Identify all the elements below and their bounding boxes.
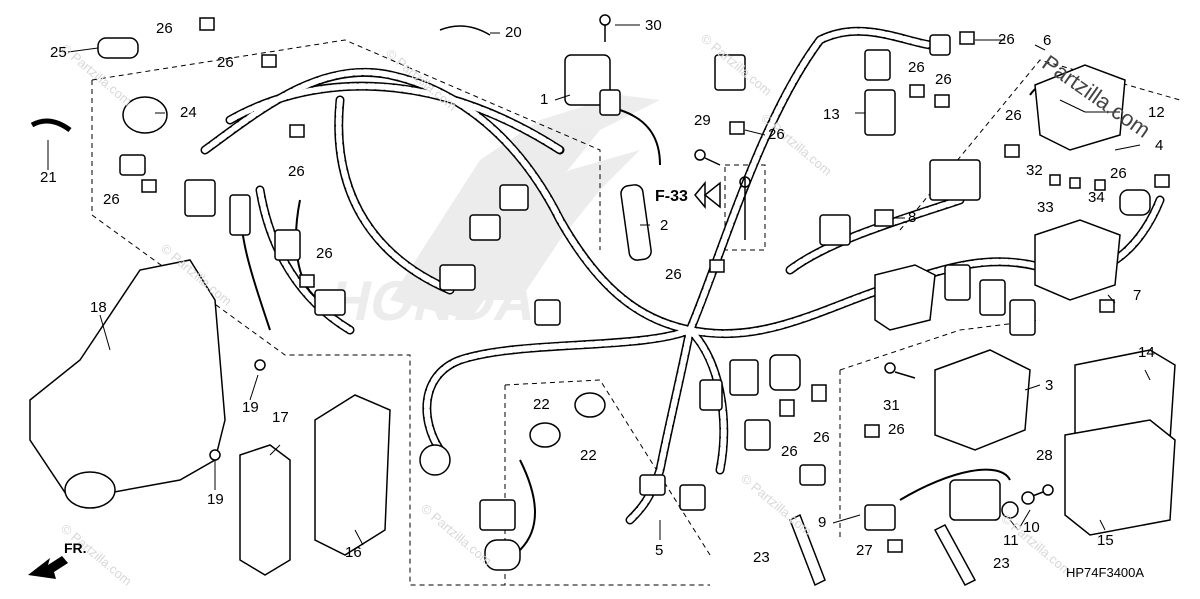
callout-26f: 26 xyxy=(665,266,682,283)
callout-20: 20 xyxy=(505,24,522,41)
callout-26l: 26 xyxy=(1110,165,1127,182)
callout-6: 6 xyxy=(1043,32,1052,49)
callout-29: 29 xyxy=(694,112,711,129)
callout-10: 10 xyxy=(1023,519,1040,536)
callout-26h: 26 xyxy=(998,31,1015,48)
callout-28: 28 xyxy=(1036,447,1053,464)
ignition-coil xyxy=(564,54,652,261)
small-parts xyxy=(141,14,1170,553)
callout-26j: 26 xyxy=(935,71,952,88)
front-direction-label: FR. xyxy=(64,540,87,556)
callout-4: 4 xyxy=(1155,137,1164,154)
callout-21: 21 xyxy=(40,169,57,186)
callout-22b: 22 xyxy=(580,447,597,464)
callout-26d: 26 xyxy=(103,191,120,208)
front-direction-arrow xyxy=(28,556,68,579)
callout-16: 16 xyxy=(345,544,362,561)
callout-30: 30 xyxy=(645,17,662,34)
callout-32: 32 xyxy=(1026,162,1043,179)
reference-label-f33: F-33 xyxy=(655,188,688,205)
callout-14: 14 xyxy=(1138,344,1155,361)
components xyxy=(29,25,1176,587)
callout-26g: 26 xyxy=(768,126,785,143)
leader-lines xyxy=(47,24,1151,546)
callout-34: 34 xyxy=(1088,189,1105,206)
connectors xyxy=(119,34,1151,571)
callout-27: 27 xyxy=(856,542,873,559)
f33-reference-detail xyxy=(694,176,751,240)
callout-26e: 26 xyxy=(316,245,333,262)
callout-8: 8 xyxy=(908,209,917,226)
callout-18: 18 xyxy=(90,299,107,316)
callout-26a: 26 xyxy=(156,20,173,37)
callout-1: 1 xyxy=(540,91,549,108)
callout-24: 24 xyxy=(180,104,197,121)
callout-15: 15 xyxy=(1097,532,1114,549)
callout-26i: 26 xyxy=(908,59,925,76)
callout-12: 12 xyxy=(1148,104,1165,121)
callout-11: 11 xyxy=(1003,532,1019,549)
callout-23b: 23 xyxy=(993,555,1010,572)
callout-26k: 26 xyxy=(1005,107,1022,124)
callout-31: 31 xyxy=(883,397,900,414)
callout-19b: 19 xyxy=(207,491,224,508)
callout-2: 2 xyxy=(660,217,669,234)
callout-3: 3 xyxy=(1045,377,1054,394)
callout-26o: 26 xyxy=(888,421,905,438)
callout-26c: 26 xyxy=(288,163,305,180)
callout-17: 17 xyxy=(272,409,289,426)
callout-23a: 23 xyxy=(753,549,770,566)
callout-5: 5 xyxy=(655,542,664,559)
callout-26m: 26 xyxy=(813,429,830,446)
callout-25: 25 xyxy=(50,44,67,61)
callout-26n: 26 xyxy=(781,443,798,460)
diagram-code: HP74F3400A xyxy=(1066,565,1145,580)
callout-26b: 26 xyxy=(217,54,234,71)
callout-13: 13 xyxy=(823,106,840,123)
callout-33: 33 xyxy=(1037,199,1054,216)
callout-19a: 19 xyxy=(242,399,259,416)
callout-9: 9 xyxy=(818,514,827,531)
callout-22a: 22 xyxy=(533,396,550,413)
callout-7: 7 xyxy=(1133,287,1142,304)
